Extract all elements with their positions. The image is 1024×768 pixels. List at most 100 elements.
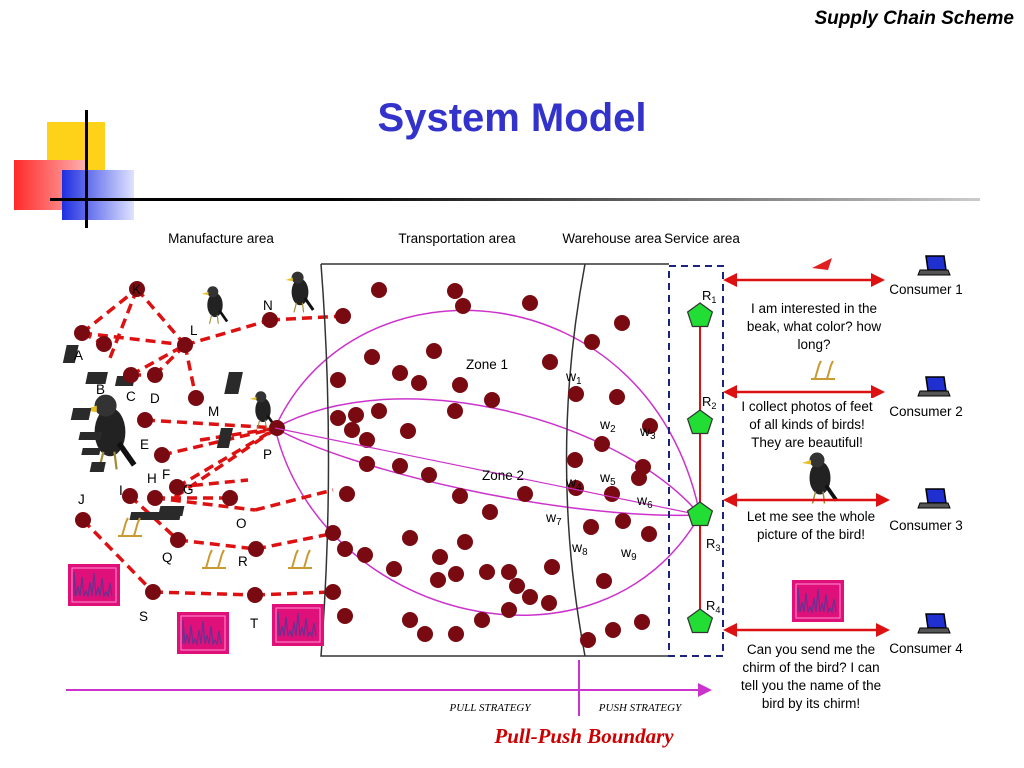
transport-node bbox=[474, 612, 490, 628]
manufacture-node-label: D bbox=[150, 391, 160, 406]
manufacture-node bbox=[248, 541, 264, 557]
transport-node bbox=[594, 436, 610, 452]
dashed-link bbox=[161, 426, 278, 457]
manufacture-node-label: L bbox=[190, 323, 198, 338]
transport-node bbox=[631, 470, 647, 486]
bird-feet-icon bbox=[811, 360, 835, 380]
manufacture-node bbox=[262, 312, 278, 328]
transport-node bbox=[402, 612, 418, 628]
pull-strategy-label: PULL STRATEGY bbox=[449, 702, 533, 714]
manufacture-node-label: S bbox=[139, 609, 148, 624]
manufacture-node bbox=[222, 490, 238, 506]
manufacture-node-label: Q bbox=[162, 550, 173, 565]
spectrogram-icon bbox=[68, 564, 120, 606]
transport-node bbox=[371, 282, 387, 298]
manufacture-node bbox=[145, 584, 161, 600]
transport-node bbox=[609, 389, 625, 405]
label-transportation-area: Transportation area bbox=[398, 231, 516, 246]
service-node bbox=[686, 501, 714, 527]
transport-node bbox=[421, 467, 437, 483]
transport-node bbox=[522, 295, 538, 311]
dashed-link bbox=[184, 318, 271, 347]
request-arrow bbox=[723, 273, 885, 287]
label-service-area: Service area bbox=[664, 231, 740, 246]
transport-node bbox=[522, 589, 538, 605]
service-node bbox=[686, 302, 714, 328]
dashed-link bbox=[81, 518, 155, 594]
dashed-link bbox=[81, 331, 186, 347]
request-bubble-4: Can you send me the chirm of the bird? I… bbox=[732, 641, 890, 713]
warehouse-node-label: w9 bbox=[620, 544, 637, 563]
manufacture-node bbox=[122, 488, 138, 504]
manufacture-node bbox=[74, 325, 90, 341]
manufacture-node-label: R bbox=[238, 554, 248, 569]
deco-horizontal-line bbox=[50, 198, 980, 201]
bird-fragment bbox=[129, 512, 162, 520]
manufacture-node bbox=[177, 337, 193, 353]
transport-node bbox=[357, 547, 373, 563]
transport-node bbox=[411, 375, 427, 391]
manufacture-node-label: I bbox=[119, 483, 123, 498]
transport-node bbox=[432, 549, 448, 565]
dashed-link bbox=[108, 288, 139, 359]
warehouse-area-border bbox=[565, 263, 586, 657]
transport-node bbox=[479, 564, 495, 580]
transport-node bbox=[455, 298, 471, 314]
service-node-label: R2 bbox=[702, 394, 716, 411]
warehouse-node-label: w7 bbox=[545, 509, 562, 528]
transport-node bbox=[452, 377, 468, 393]
transport-node bbox=[596, 573, 612, 589]
transport-node bbox=[642, 418, 658, 434]
warehouse-node-label: w4 bbox=[565, 474, 582, 493]
bird-photo-icon bbox=[285, 271, 315, 313]
dashed-link bbox=[199, 426, 278, 442]
service-node-label: R4 bbox=[706, 598, 720, 615]
bird-photo-icon bbox=[802, 452, 839, 504]
manufacture-node-label: O bbox=[236, 516, 247, 531]
service-node bbox=[686, 608, 714, 634]
request-arrow bbox=[723, 385, 885, 399]
transport-node bbox=[583, 519, 599, 535]
transport-node bbox=[402, 530, 418, 546]
transport-node bbox=[544, 559, 560, 575]
transport-node bbox=[400, 423, 416, 439]
transport-node bbox=[614, 315, 630, 331]
service-link-line bbox=[274, 427, 701, 516]
dashed-link bbox=[177, 538, 257, 551]
transport-node bbox=[359, 456, 375, 472]
transport-node bbox=[605, 622, 621, 638]
transport-node bbox=[447, 283, 463, 299]
transport-node bbox=[448, 566, 464, 582]
transport-node bbox=[452, 488, 468, 504]
warehouse-node-label: w8 bbox=[571, 539, 588, 558]
bird-fragment bbox=[70, 408, 92, 420]
transport-node bbox=[641, 526, 657, 542]
manufacture-node-label: G bbox=[183, 482, 194, 497]
label-warehouse-area: Warehouse area bbox=[562, 231, 662, 246]
transport-node bbox=[580, 632, 596, 648]
transport-node bbox=[392, 365, 408, 381]
pull-push-boundary-label: Pull-Push Boundary bbox=[493, 724, 674, 748]
manufacture-node bbox=[247, 587, 263, 603]
consumer-label: Consumer 1 bbox=[889, 282, 963, 297]
dashed-link bbox=[144, 418, 278, 430]
manufacture-node-label: K bbox=[132, 282, 141, 297]
transport-node bbox=[448, 626, 464, 642]
dashed-link bbox=[135, 287, 187, 347]
transport-node bbox=[417, 626, 433, 642]
transport-node bbox=[330, 410, 346, 426]
header-tag: Supply Chain Scheme bbox=[814, 8, 1014, 29]
service-area bbox=[66, 265, 724, 716]
dashed-link bbox=[130, 343, 186, 377]
consumer-requests bbox=[723, 255, 951, 637]
laptop-icon bbox=[917, 613, 951, 634]
bird-fragment bbox=[62, 345, 79, 363]
manufacture-node-label: E bbox=[140, 437, 149, 452]
transport-node bbox=[364, 349, 380, 365]
spectrogram-icon bbox=[272, 604, 324, 646]
transport-node bbox=[371, 403, 387, 419]
bird-pictures bbox=[62, 258, 844, 654]
transport-node bbox=[348, 407, 364, 423]
dashed-link bbox=[183, 344, 198, 399]
network-nodes bbox=[74, 281, 658, 648]
